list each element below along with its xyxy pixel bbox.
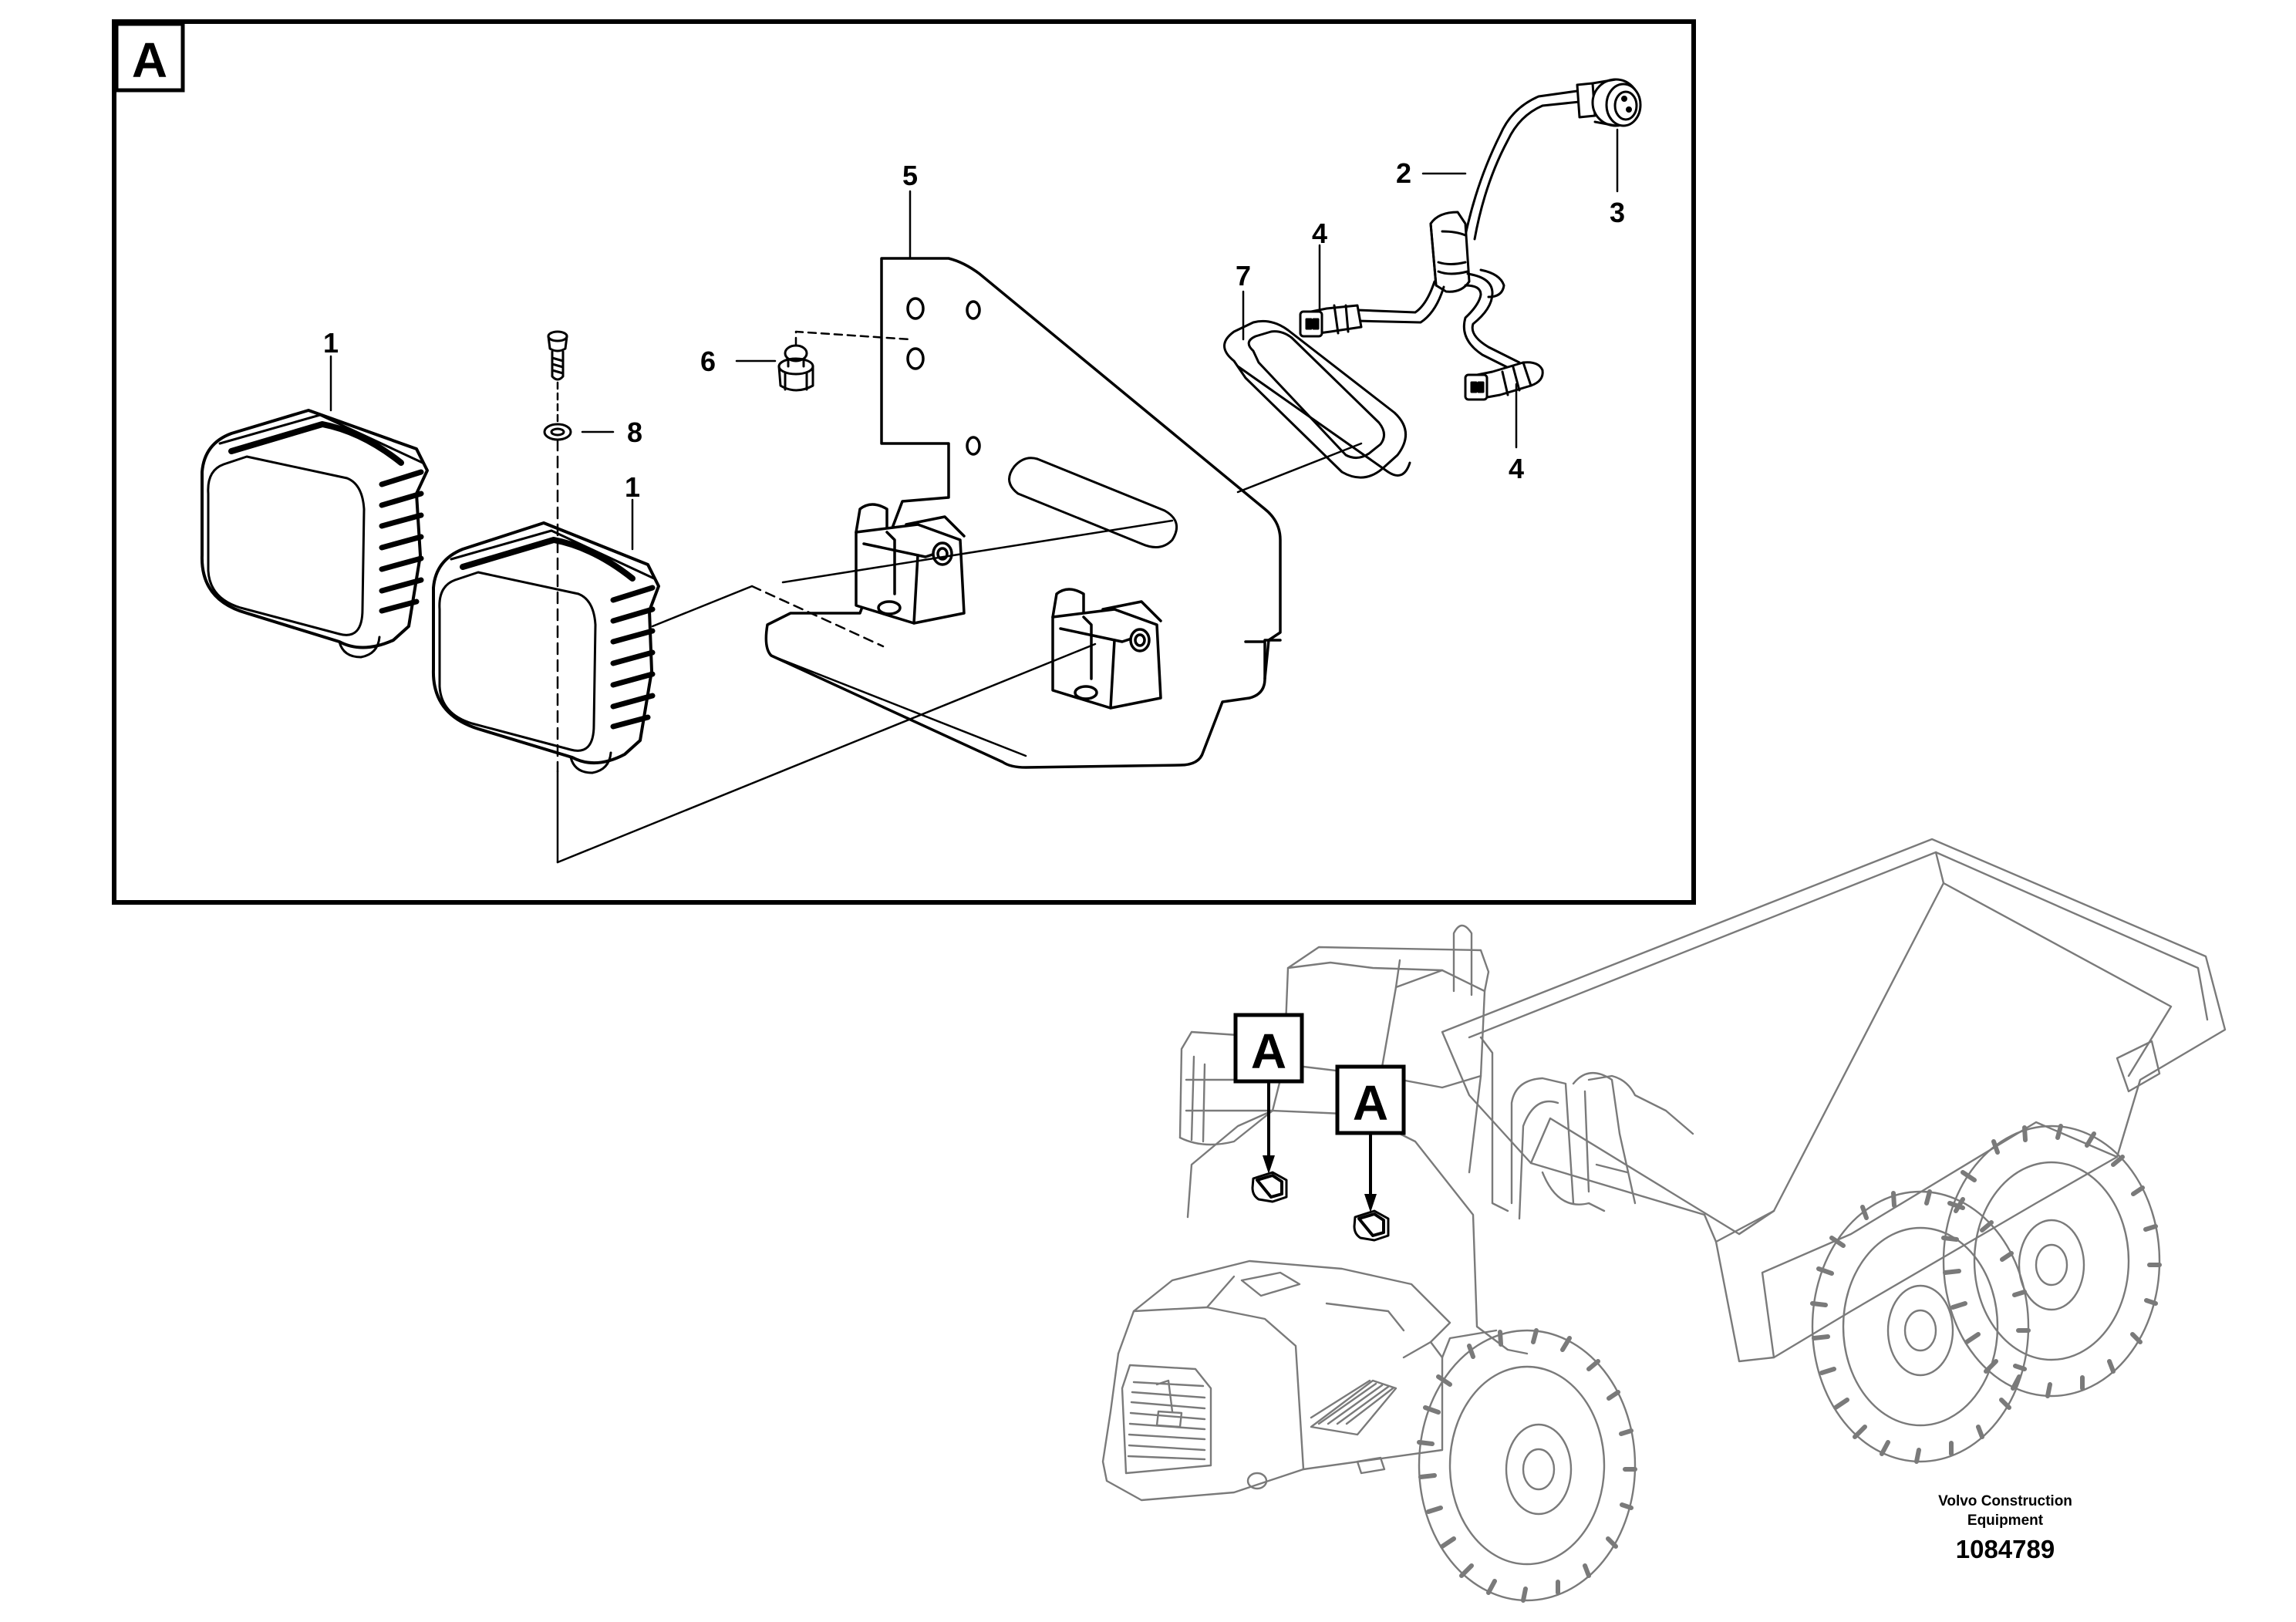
location-marker-roof: A <box>1335 1064 1406 1242</box>
location-marker-label: A <box>1251 1023 1286 1079</box>
callout-1: 1 <box>323 327 339 359</box>
wiring-harness-icon <box>1356 89 1581 372</box>
callout-6: 6 <box>700 346 716 377</box>
manufacturer-line-2: Equipment <box>1967 1512 2044 1529</box>
callout-1: 1 <box>625 471 640 503</box>
rubber-grommet-icon <box>1223 319 1411 479</box>
work-lamp-icon <box>431 521 660 774</box>
manufacturer-line-1: Volvo Construction <box>1938 1493 2072 1509</box>
callouts: 1 1 2 3 4 4 5 6 7 8 <box>323 157 1625 503</box>
washer-icon <box>543 423 572 441</box>
callout-4: 4 <box>1509 453 1524 484</box>
connector-plug-icon <box>1299 304 1363 338</box>
detail-view-label: A <box>132 32 167 88</box>
work-lamp-icon <box>200 409 429 659</box>
detail-view-frame: A <box>112 19 1696 905</box>
screw-icon <box>547 330 568 381</box>
drawing-number: 1084789 <box>1955 1535 2055 1563</box>
location-marker-front: A <box>1233 1013 1304 1203</box>
callout-3: 3 <box>1610 197 1625 228</box>
callout-8: 8 <box>627 416 642 448</box>
work-lamp-icon <box>1353 1209 1390 1242</box>
flange-screw-icon <box>777 344 814 392</box>
manufacturer-name: Volvo Construction Equipment <box>1851 1492 2159 1530</box>
callout-5: 5 <box>902 160 918 191</box>
callout-2: 2 <box>1396 157 1411 189</box>
articulated-hauler-icon <box>1101 838 2227 1603</box>
callout-4: 4 <box>1312 218 1327 249</box>
connector-plug-icon <box>1576 78 1642 127</box>
location-marker-label: A <box>1353 1075 1388 1131</box>
callout-7: 7 <box>1236 260 1251 292</box>
connector-plug-icon <box>1464 361 1544 401</box>
mounting-bracket-icon <box>764 257 1282 769</box>
work-lamp-icon <box>1251 1171 1288 1203</box>
leader-lines <box>329 128 1619 864</box>
